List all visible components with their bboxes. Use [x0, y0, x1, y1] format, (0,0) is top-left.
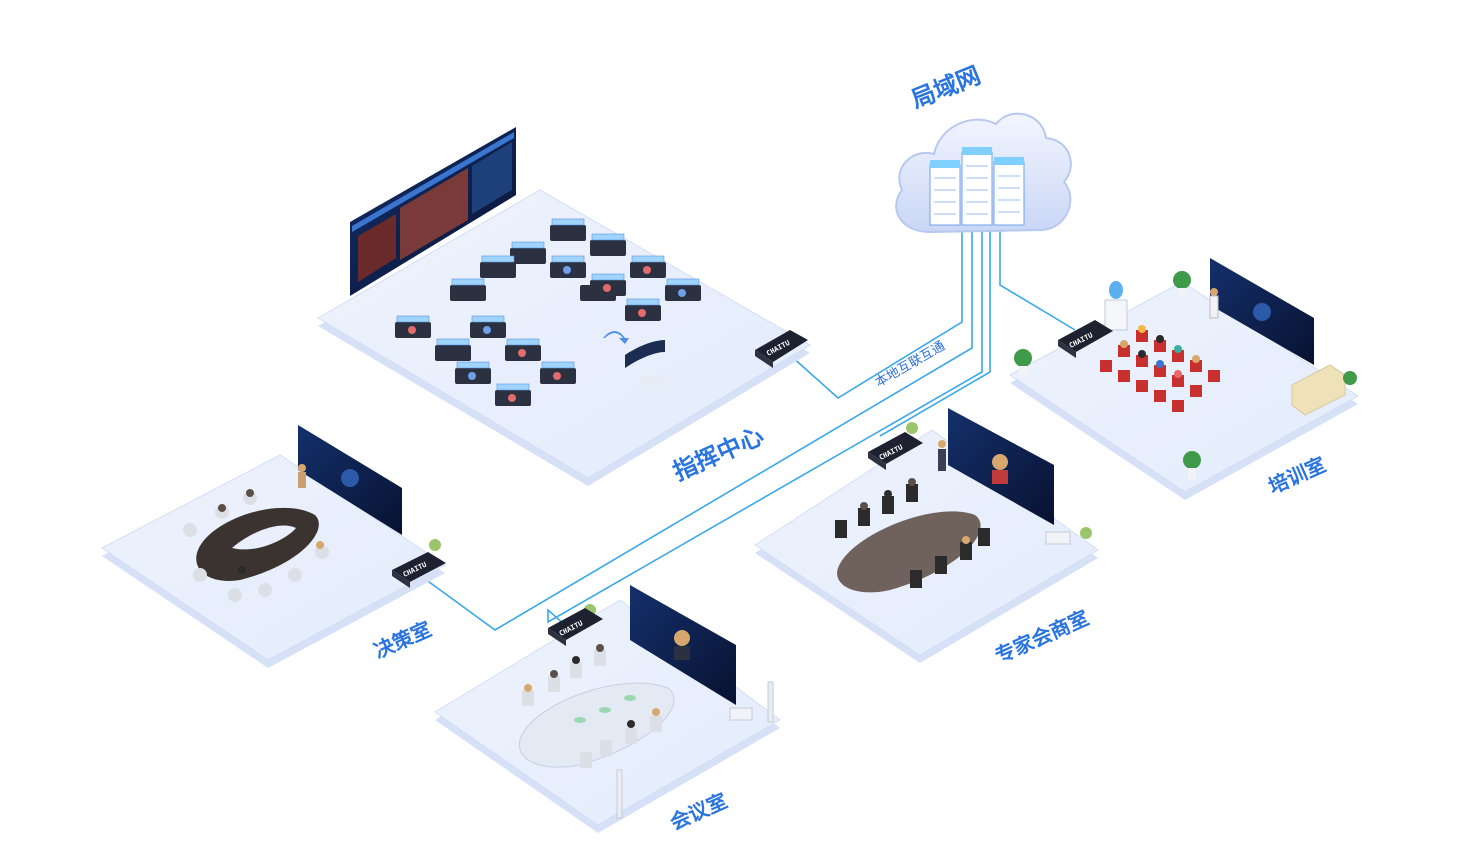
expert-chairs [835, 484, 990, 588]
meeting-room-platform [434, 585, 781, 833]
expert-room-label: 专家会商室 [991, 605, 1092, 668]
server-stack-icon [929, 147, 1025, 226]
decision-people [218, 464, 324, 574]
training-plants [1014, 271, 1357, 480]
command-console [625, 340, 670, 389]
expert-table [837, 511, 981, 593]
decision-table [196, 507, 319, 581]
meeting-chairs [522, 650, 662, 768]
meeting-room-label: 会议室 [666, 788, 731, 834]
decision-room-platform [101, 425, 446, 668]
command-center-device: CHAITU [755, 330, 808, 368]
training-video-wall [1210, 258, 1314, 365]
sync-arrow-icon [603, 331, 629, 344]
line-expert-room [879, 222, 991, 437]
line-training-room [999, 222, 1076, 331]
command-video-wall [350, 127, 516, 296]
decision-room-device: CHAITU [392, 552, 446, 588]
meeting-table [518, 682, 675, 768]
expert-people [860, 440, 970, 544]
training-audience [1120, 288, 1219, 378]
training-seats [1100, 330, 1220, 412]
line-decision-room [409, 222, 973, 631]
meeting-video-wall [630, 585, 736, 705]
line-meeting-room [547, 222, 983, 626]
lan-label: 局域网 [907, 61, 984, 114]
training-room-label: 培训室 [1265, 452, 1330, 498]
interconnect-label: 本地互联互通 [873, 339, 948, 391]
training-room-device: CHAITU [1058, 320, 1113, 358]
command-center-platform [317, 127, 811, 486]
meeting-people [524, 644, 660, 728]
expert-video-wall [948, 408, 1054, 525]
decision-video-wall [298, 425, 402, 535]
expert-room-platform [754, 408, 1099, 663]
line-command-center [789, 222, 963, 399]
command-monitors [396, 218, 700, 391]
lan-cloud [895, 112, 1072, 234]
expert-room-device: CHAITU [868, 432, 923, 470]
connection-lines [409, 222, 1076, 631]
decision-room-label: 决策室 [370, 617, 435, 663]
meeting-room-device: CHAITU [548, 608, 603, 646]
